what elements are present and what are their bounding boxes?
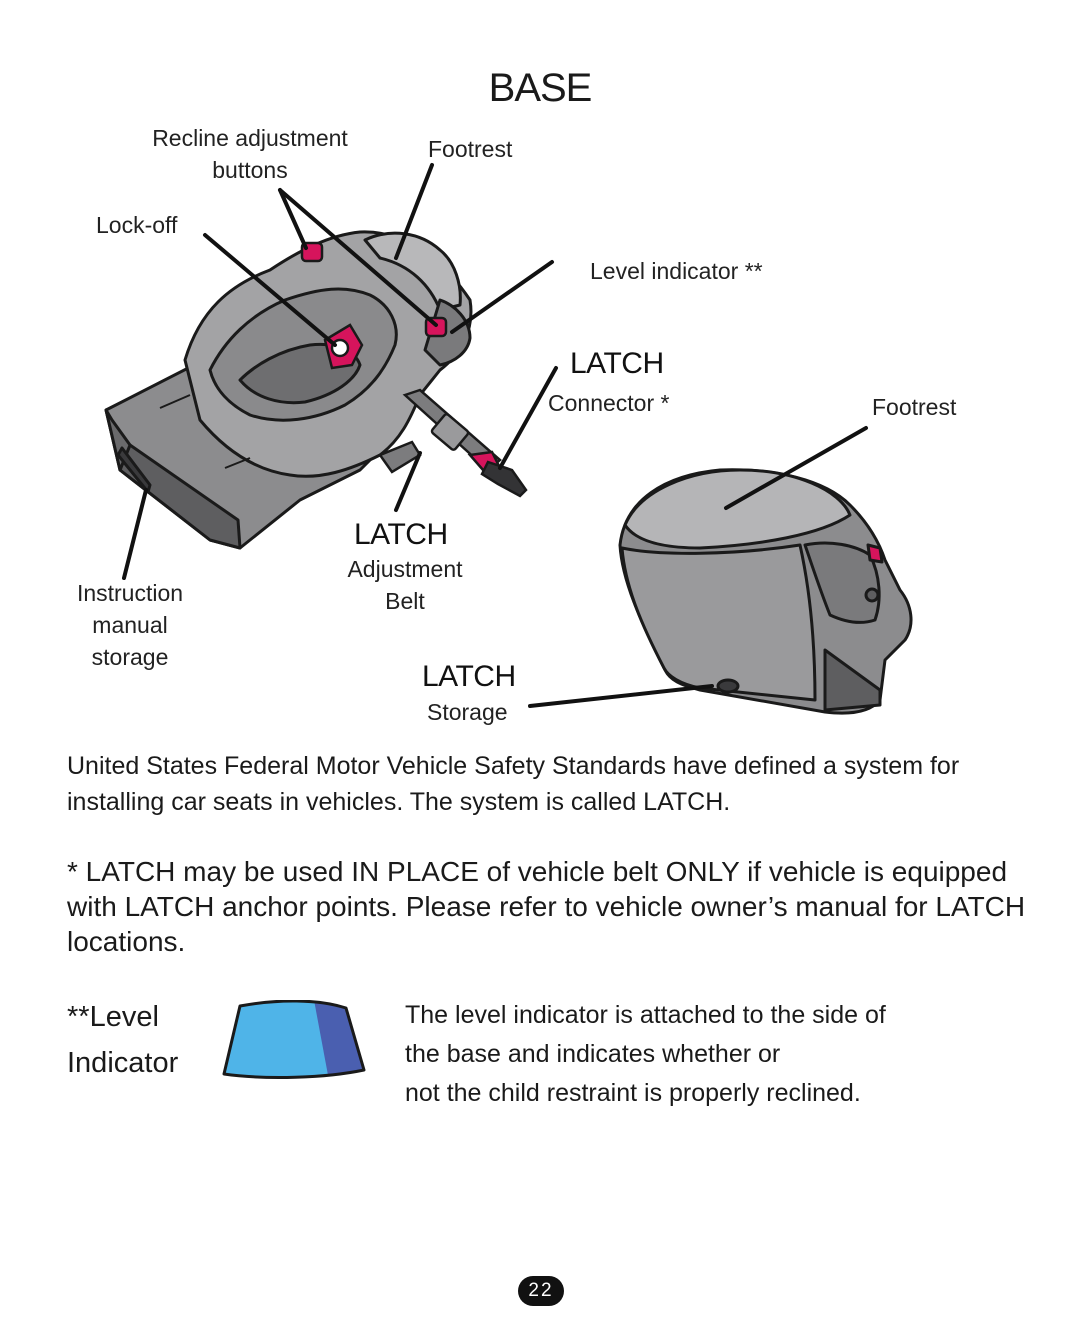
label-footrest-top: Footrest [428,136,513,162]
label-latch-storage-head: LATCH [422,660,516,693]
level-desc-line1: The level indicator is attached to the s… [405,1001,886,1029]
level-indicator-description: The level indicator is attached to the s… [405,996,1045,1113]
lock-off [323,323,364,370]
latch-usage-note: * LATCH may be used IN PLACE of vehicle … [67,856,1026,957]
label-recline-line2: buttons [212,157,288,183]
label-level-indicator: Level indicator ** [590,258,763,284]
level-title-line1: **Level [67,1001,159,1033]
level-desc-line2: the base and indicates whether or [405,1040,781,1068]
label-footrest-right: Footrest [872,394,957,420]
label-manual: manual [92,612,168,638]
level-title-line2: Indicator [67,1047,179,1079]
label-adjustment: Adjustment [347,556,463,582]
page-title: BASE [488,66,593,110]
label-recline-adjustment: Recline adjustment buttons [130,122,370,186]
base-diagram-illustration [104,163,913,715]
label-instruction-manual-storage: Instruction manual storage [55,577,205,673]
label-instruction: Instruction [76,580,184,606]
leader-lines [122,163,868,708]
label-belt: Belt [385,588,425,614]
label-latch-adjustment-sub: Adjustment Belt [320,553,490,617]
car-seat-base-right [618,468,913,715]
label-latch-connector-head: LATCH [570,347,664,380]
level-indicator-title: **Level Indicator [67,994,178,1086]
latch-belt [378,388,502,480]
page-number: 22 [518,1276,564,1306]
latch-connector [480,460,528,498]
label-recline-line1: Recline adjustment [152,125,348,151]
label-latch-storage-sub: Storage [427,699,508,725]
level-indicator-icon [222,1000,366,1079]
label-latch-connector-sub: Connector * [548,390,670,416]
latch-definition-paragraph: United States Federal Motor Vehicle Safe… [67,752,960,816]
label-storage: storage [91,644,169,670]
label-lock-off: Lock-off [96,212,178,238]
label-latch-adjustment-head: LATCH [354,518,448,551]
level-desc-line3: not the child restraint is properly recl… [405,1079,861,1107]
